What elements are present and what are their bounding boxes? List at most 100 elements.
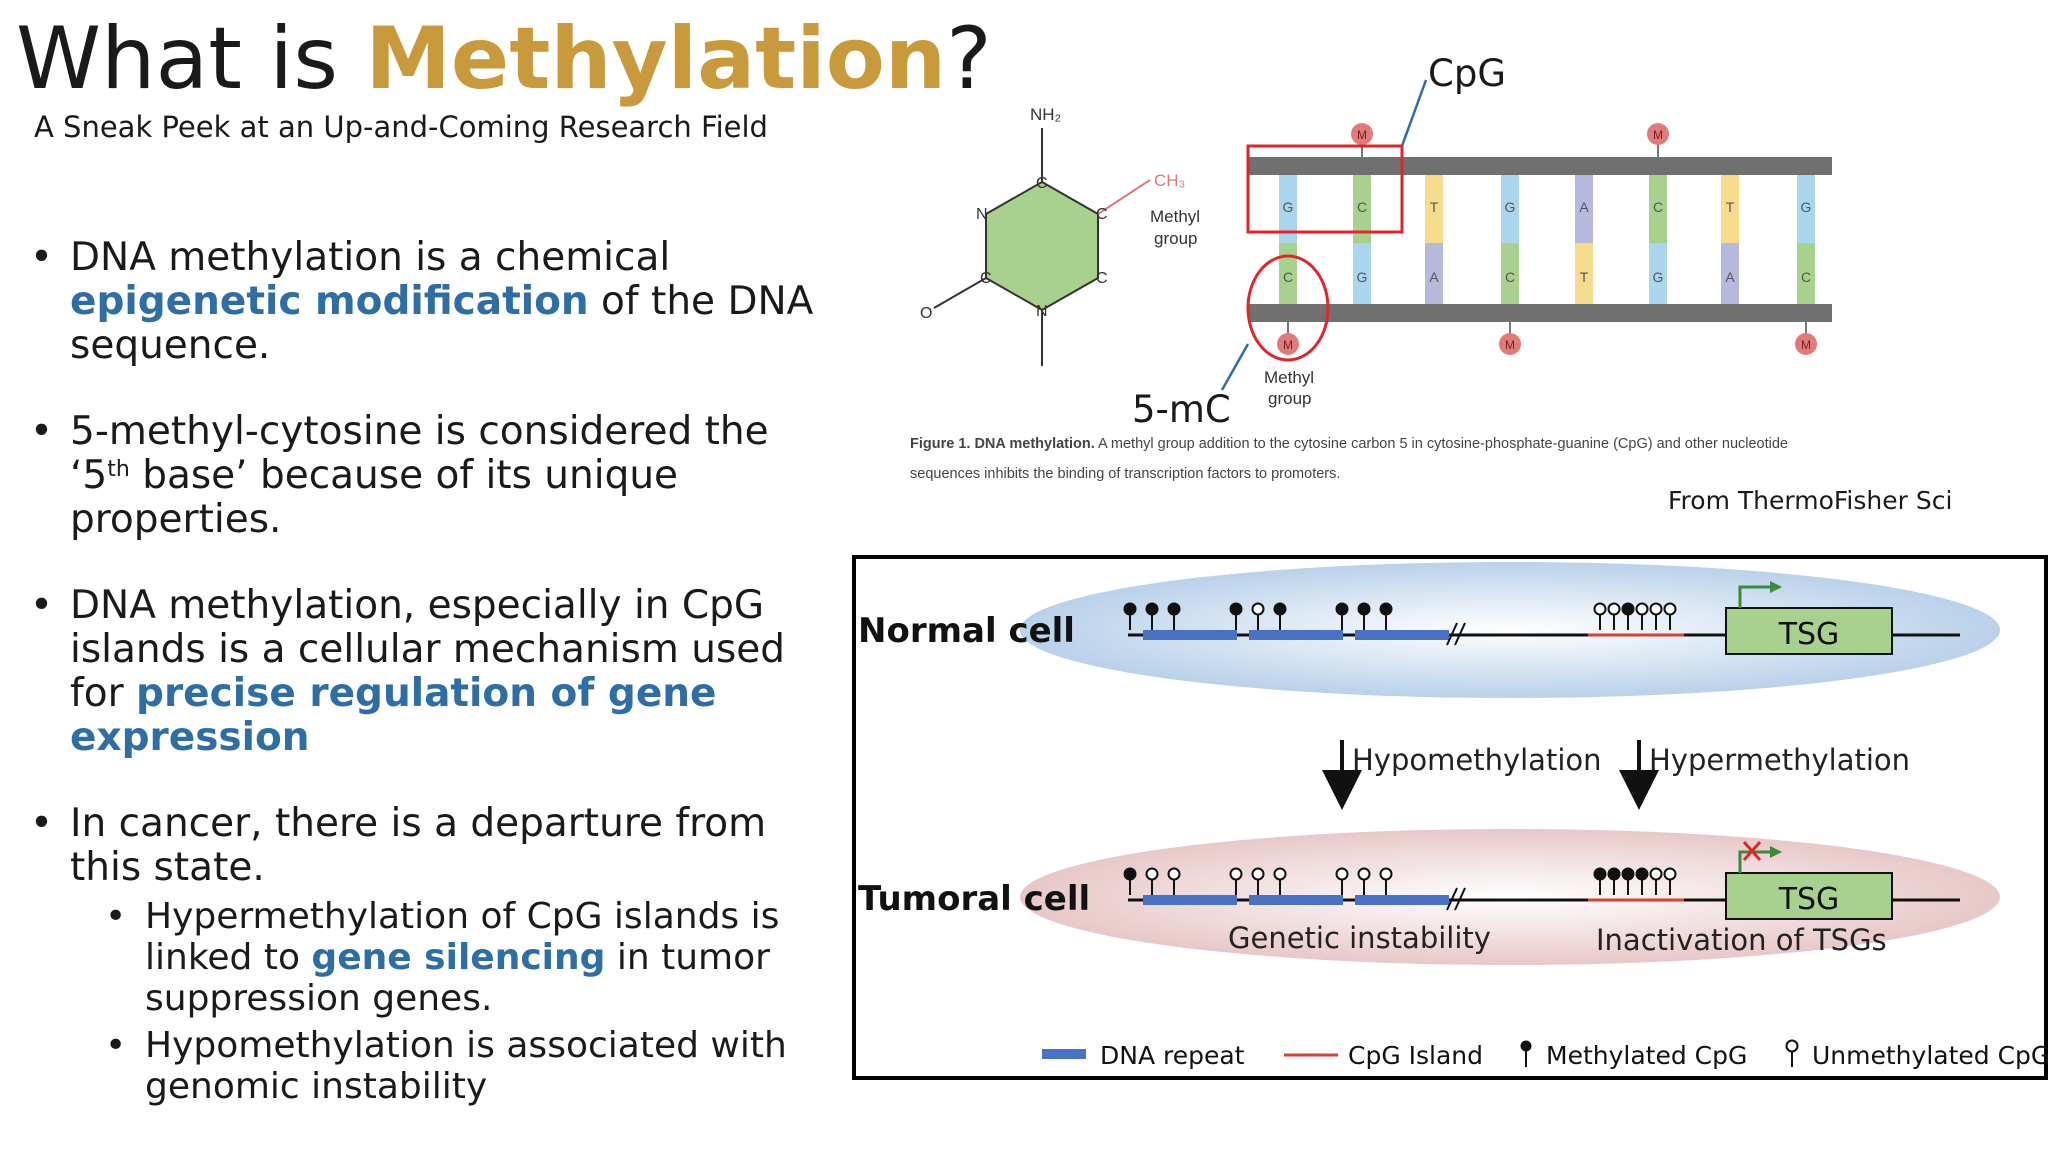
base-letter-bottom-0: C xyxy=(1283,269,1293,285)
dna-repeat-2 xyxy=(1355,895,1449,905)
ring-atom-c2: C xyxy=(980,270,992,287)
bottom-backbone xyxy=(1248,304,1832,322)
base-top-7 xyxy=(1797,175,1815,243)
slide-subtitle: A Sneak Peek at an Up-and-Coming Researc… xyxy=(34,110,768,144)
base-letter-top-6: T xyxy=(1726,199,1735,215)
tsg-gene-label: TSG xyxy=(1778,617,1840,652)
ring-atom-n3: N xyxy=(1036,303,1048,320)
transcription-arrowhead xyxy=(1770,581,1782,593)
methylated-cpg-8 xyxy=(1379,602,1393,616)
bullet-2-superscript: th xyxy=(107,457,130,482)
methyl-badge-top-letter-0: M xyxy=(1357,128,1367,142)
methylated-cpg-6 xyxy=(1335,602,1349,616)
figure-credit: From ThermoFisher Sci xyxy=(1668,486,1953,515)
bullet-list: DNA methylation is a chemical epigenetic… xyxy=(30,236,830,1108)
cpg-label: CpG xyxy=(1428,52,1506,95)
dna-repeat-0 xyxy=(1143,630,1237,640)
ch3-bond xyxy=(1097,179,1151,215)
methyl-badge-bottom-2 xyxy=(1795,333,1817,355)
bullet-item-2: 5-methyl-cytosine is considered the ‘5th… xyxy=(30,410,830,542)
methylated-cpg-0 xyxy=(1123,602,1137,616)
break-mark-2 xyxy=(1454,887,1466,911)
figure-caption-line-1: Figure 1. DNA methylation. A methyl grou… xyxy=(910,436,1788,452)
unmethylated-cpg-9 xyxy=(1593,602,1607,616)
cancer-methylation-figure: Normal cell Tumoral cell TSG TSG Hypomet… xyxy=(852,555,2048,1080)
bullet-1-text-end: of the DNA sequence. xyxy=(70,279,814,368)
base-letter-top-7: G xyxy=(1801,199,1812,215)
base-bottom-7 xyxy=(1797,243,1815,304)
dna-repeat-1 xyxy=(1249,630,1343,640)
5mc-highlight-circle xyxy=(1246,254,1330,362)
unmethylated-cpg-6 xyxy=(1335,867,1349,881)
methyl-group-label-top-2: group xyxy=(1154,229,1197,248)
methylated-cpg-0 xyxy=(1123,867,1137,881)
unmethylated-cpg-12 xyxy=(1635,602,1649,616)
unmethylated-cpg-14 xyxy=(1663,602,1677,616)
genetic-instability-label: Genetic instability xyxy=(1228,921,1491,955)
nh2-label: NH₂ xyxy=(1030,105,1061,124)
bullet-3-text: DNA methylation, especially in CpG islan… xyxy=(70,583,786,716)
base-top-1 xyxy=(1353,175,1371,243)
unmethylated-cpg-1 xyxy=(1145,867,1159,881)
legend-cpg-island: CpG Island xyxy=(1348,1041,1483,1070)
base-top-0 xyxy=(1279,175,1297,243)
base-top-3 xyxy=(1501,175,1519,243)
methylated-cpg-12 xyxy=(1635,867,1649,881)
bullet-4-text: In cancer, there is a departure from thi… xyxy=(70,801,767,890)
methyl-group-label-bottom: Methyl xyxy=(1264,368,1314,387)
sub-bullet-1: Hypermethylation of CpG islands is linke… xyxy=(105,896,830,1019)
legend-methylated-swatch xyxy=(1520,1040,1532,1052)
base-letter-bottom-4: T xyxy=(1580,269,1589,285)
unmethylated-cpg-10 xyxy=(1607,602,1621,616)
methylated-cpg-11 xyxy=(1621,867,1635,881)
base-top-2 xyxy=(1425,175,1443,243)
base-letter-top-2: T xyxy=(1430,199,1439,215)
base-letter-bottom-7: C xyxy=(1801,269,1811,285)
methyl-badge-bottom-0 xyxy=(1277,333,1299,355)
figure-caption-line-2: sequences inhibits the binding of transc… xyxy=(910,466,1340,482)
base-letter-top-5: C xyxy=(1653,199,1663,215)
base-letter-bottom-5: G xyxy=(1653,269,1664,285)
hypermethylation-label: Hypermethylation xyxy=(1649,743,1910,777)
base-letter-top-0: G xyxy=(1283,199,1294,215)
base-bottom-1 xyxy=(1353,243,1371,304)
methyl-badge-bottom-1 xyxy=(1499,333,1521,355)
methylated-cpg-10 xyxy=(1607,867,1621,881)
methylated-cpg-9 xyxy=(1593,867,1607,881)
hypomethylation-label: Hypomethylation xyxy=(1352,743,1602,777)
methyl-group-label-bottom-2: group xyxy=(1268,389,1311,408)
base-letter-bottom-1: G xyxy=(1357,269,1368,285)
bullet-item-1: DNA methylation is a chemical epigenetic… xyxy=(30,236,830,368)
tumoral-cell-label: Tumoral cell xyxy=(858,879,1090,919)
unmethylated-cpg-4 xyxy=(1251,602,1265,616)
sub-bullet-2-text: Hypomethylation is associated with genom… xyxy=(145,1025,787,1107)
base-letter-bottom-2: A xyxy=(1429,269,1439,285)
normal-cell-dna: TSG xyxy=(1123,581,1960,655)
dna-repeat-0 xyxy=(1143,895,1237,905)
methyl-badge-top-1 xyxy=(1647,123,1669,145)
ring-atom-c6: C xyxy=(1096,270,1108,287)
legend-dna-repeat: DNA repeat xyxy=(1100,1041,1245,1070)
oxygen-bond xyxy=(933,277,987,309)
bullet-item-4: In cancer, there is a departure from thi… xyxy=(30,802,830,890)
normal-cell-label: Normal cell xyxy=(858,611,1075,651)
tsg-gene-box xyxy=(1725,607,1893,655)
ring-atom-c4: C xyxy=(1036,175,1048,192)
cytosine-ring xyxy=(985,180,1099,312)
inactivation-label: Inactivation of TSGs xyxy=(1596,923,1887,957)
dna-methylation-figure: NH₂ CH₃ N C C C N C O Methyl group GCCGT… xyxy=(910,52,1832,482)
unmethylated-cpg-7 xyxy=(1357,867,1371,881)
sub-bullet-2: Hypomethylation is associated with genom… xyxy=(105,1025,830,1107)
sub-bullet-1-text: Hypermethylation of CpG islands is linke… xyxy=(145,896,780,978)
unmethylated-cpg-4 xyxy=(1251,867,1265,881)
unmethylated-cpg-3 xyxy=(1229,867,1243,881)
methylated-cpg-3 xyxy=(1229,602,1243,616)
5mc-label: 5-mC xyxy=(1132,388,1231,431)
dna-repeat-2 xyxy=(1355,630,1449,640)
methylated-cpg-2 xyxy=(1167,602,1181,616)
oxygen-label: O xyxy=(920,305,932,322)
unmethylated-cpg-13 xyxy=(1649,867,1663,881)
base-letter-bottom-3: C xyxy=(1505,269,1515,285)
bullet-item-3: DNA methylation, especially in CpG islan… xyxy=(30,584,830,760)
break-mark-1 xyxy=(1446,887,1458,911)
